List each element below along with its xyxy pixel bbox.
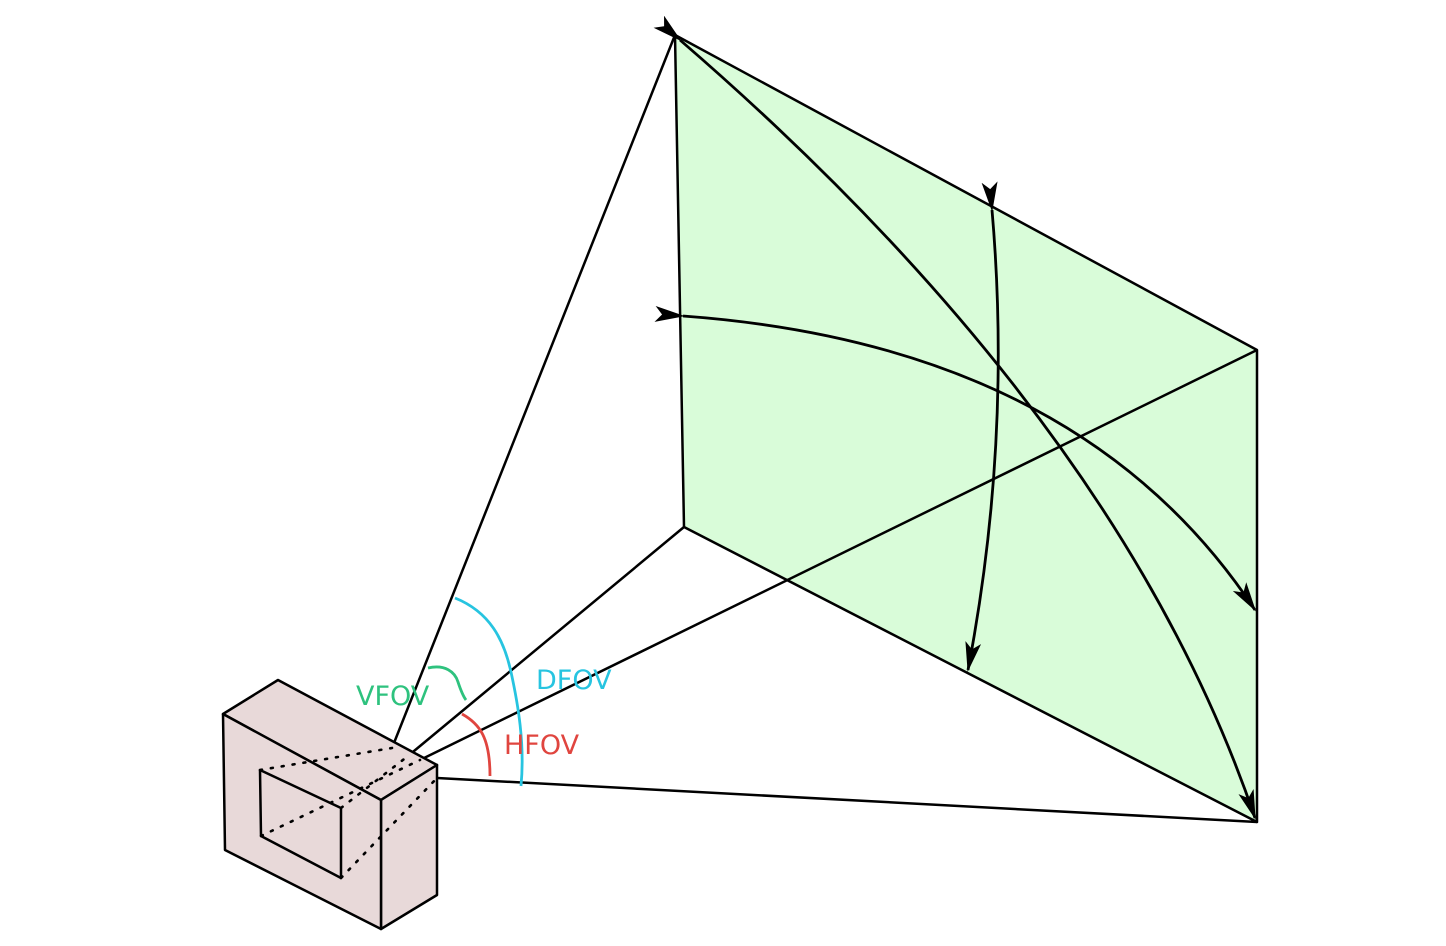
dfov-label: DFOV [536,665,612,696]
vfov-label: VFOV [356,681,430,712]
hfov-label: HFOV [504,730,580,761]
fov-arrows [653,15,1257,820]
internal-dotted-rays [258,746,439,880]
dfov-angle-mark [454,596,524,787]
diagonal-fov-arrow [653,15,1257,820]
vfov-angle-mark [427,665,468,701]
camera-box-icon [221,678,439,931]
image-plane-icon [673,33,1259,824]
hfov-angle-mark [461,712,492,777]
